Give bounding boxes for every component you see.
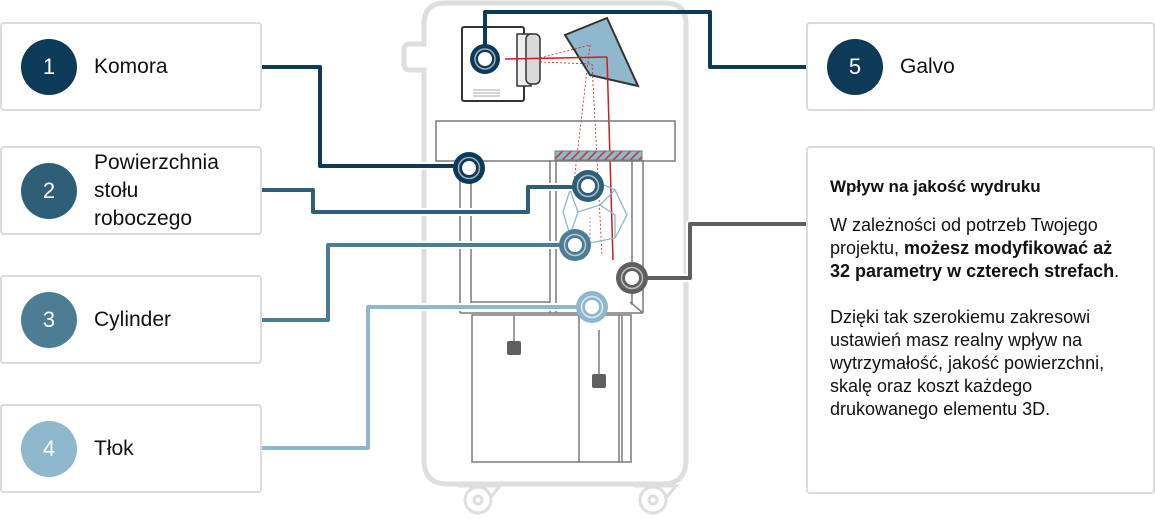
number-badge: 1: [21, 38, 77, 95]
info-text: .: [1114, 261, 1120, 281]
caster-left: [458, 484, 504, 515]
marker-ring-4: [576, 291, 608, 323]
heater-block: [592, 374, 606, 388]
info-paragraph-2: Dzięki tak szerokiemu zakresowi ustawień…: [830, 307, 1105, 419]
component-label: Komora: [94, 54, 168, 78]
info-title: Wpływ na jakość wydruku: [830, 177, 1041, 196]
connector-line-3: [262, 241, 574, 324]
marker-ring-info: [616, 262, 648, 294]
info-panel: Wpływ na jakość wydruku W zależności od …: [806, 146, 1155, 494]
machine-body: [401, 0, 689, 487]
connector-line-4: [262, 303, 592, 452]
work-surface: [554, 150, 643, 161]
number-badge: 2: [21, 162, 77, 219]
connector-line-5: [483, 10, 806, 69]
info-text: W zależności od potrzeb Twojego projektu…: [830, 215, 1098, 258]
marker-ring-1: [453, 152, 485, 184]
connector-line-1: [262, 63, 466, 170]
info-paragraph-1: W zależności od potrzeb Twojego projektu…: [830, 214, 1131, 283]
component-label: Galvo: [900, 54, 955, 78]
number-badge: 5: [827, 38, 883, 95]
marker-ring-2: [572, 170, 604, 202]
marker-ring-5: [470, 44, 500, 74]
component-card-tlok[interactable]: 4 Tłok: [0, 404, 262, 493]
caster-right: [634, 484, 680, 515]
galvo-mirror: [563, 16, 640, 88]
label-line: roboczego: [94, 206, 193, 230]
connector-line-info: [632, 220, 806, 282]
component-label: Tłok: [94, 436, 134, 460]
number-badge: 3: [21, 291, 77, 348]
component-card-galvo[interactable]: 5 Galvo: [806, 22, 1155, 111]
number-badge: 4: [21, 420, 77, 477]
heater-block: [507, 341, 521, 355]
component-card-cylinder[interactable]: 3 Cylinder: [0, 275, 262, 364]
component-card-komora[interactable]: 1 Komora: [0, 22, 262, 111]
marker-ring-3: [559, 229, 591, 261]
label-line: stołu: [94, 178, 139, 202]
connector-line-2: [262, 183, 588, 216]
inner-frame: [459, 160, 644, 463]
label-line: Powierzchnia: [94, 150, 219, 174]
component-label: Powierzchnia stołu roboczego: [94, 149, 254, 233]
info-highlight: możesz modyfikować aż 32 parametry w czt…: [830, 238, 1115, 281]
component-label: Cylinder: [94, 307, 172, 331]
component-card-powierzchnia[interactable]: 2 Powierzchnia stołu roboczego: [0, 146, 262, 235]
